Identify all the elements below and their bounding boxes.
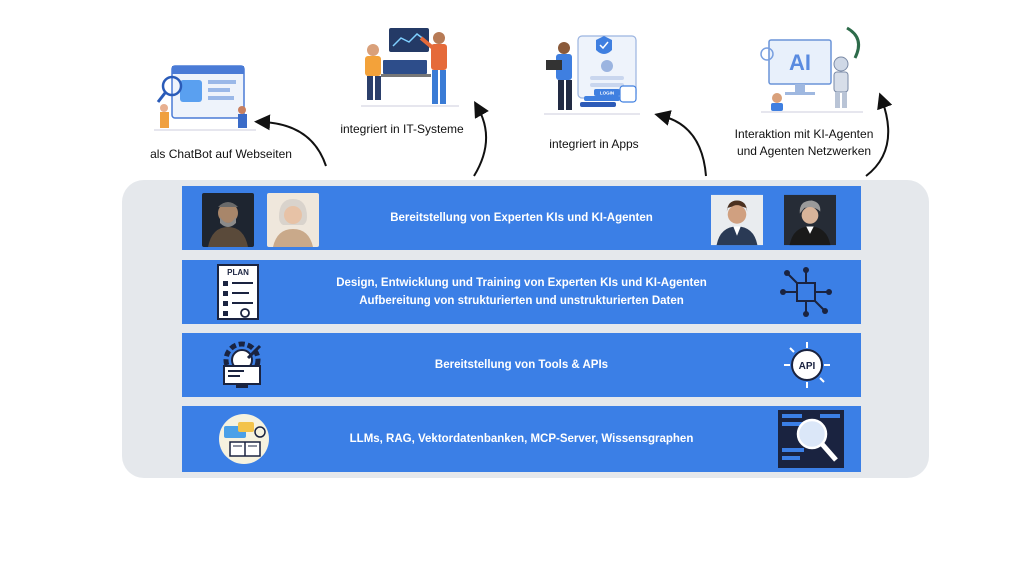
caption-it-systems: integriert in IT-Systeme [340,122,464,136]
layer-provision-experts-text: Bereitstellung von Experten KIs und KI-A… [390,212,653,224]
caption-chatbot: als ChatBot auf Webseiten [150,147,292,161]
layer-foundations: LLMs, RAG, Vektordatenbanken, MCP-Server… [182,406,861,472]
caption-apps: integriert in Apps [549,137,639,151]
it-systems-illustration [361,28,459,107]
caption-agents-line2: und Agenten Netzwerken [736,144,872,158]
expert-portrait-2 [267,193,319,247]
ai-agents-illustration: AI [760,26,863,113]
arrow-agents [865,92,893,177]
api-label: API [799,361,816,372]
login-label: LOGIN [600,91,614,96]
api-icon: API [784,342,830,388]
caption-agents-line1: Interaktion mit KI-Agenten [734,127,874,141]
expert-portrait-1 [202,193,254,247]
layer-foundations-text: LLMs, RAG, Vektordatenbanken, MCP-Server… [349,433,694,445]
arrow-chatbot [254,114,327,167]
knowledge-books-icon [219,414,269,464]
layer-tools-apis: Bereitstellung von Tools & APIs [182,333,861,397]
layer-tools-apis-text: Bereitstellung von Tools & APIs [434,359,609,371]
chatbot-website-illustration [154,65,256,131]
ai-label: AI [789,50,811,75]
plan-clipboard-icon: PLAN [217,264,259,320]
expert-portrait-4 [784,194,836,246]
arrow-it-systems [473,101,489,177]
network-hub-icon [780,267,832,317]
layer-design-dev-text: Design, Entwicklung und Training von Exp… [182,274,861,310]
layer-design-dev-line2: Aufbereitung von strukturierten und unst… [359,295,684,307]
arrow-apps [654,110,707,177]
layer-design-dev: Design, Entwicklung und Training von Exp… [182,260,861,324]
data-search-icon [778,410,844,468]
plan-label: PLAN [227,268,249,277]
arrows-layer [254,92,893,177]
gear-monitor-icon [223,341,262,388]
expert-portrait-3 [711,194,763,246]
apps-illustration: LOGIN [544,35,640,115]
layer-design-dev-line1: Design, Entwicklung und Training von Exp… [336,277,707,289]
